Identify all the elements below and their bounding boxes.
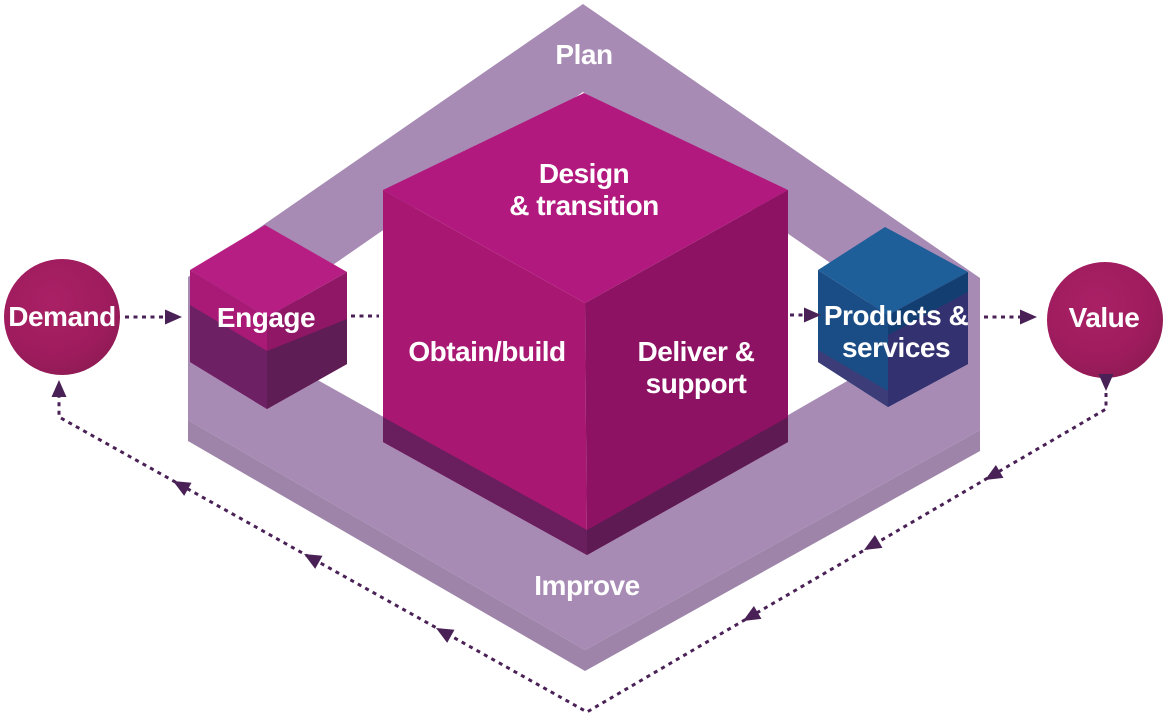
arrowhead-loop-left-1	[432, 621, 455, 643]
ribbon-ring	[188, 4, 980, 650]
label-improve: Improve	[534, 570, 640, 601]
label-products-services: Products & services	[823, 300, 969, 363]
label-design-transition: Design & transition	[509, 158, 659, 221]
engage-cube-top-face	[190, 225, 347, 317]
ribbon-edge-bottom-left	[188, 420, 585, 671]
engage-cube-ribbon-overlay-right	[267, 319, 347, 409]
demand-circle	[4, 259, 120, 375]
label-plan: Plan	[555, 39, 613, 70]
arrowhead-loop-right-1	[981, 464, 1004, 487]
engage-cube-ribbon-overlay-left	[190, 305, 267, 409]
label-value: Value	[1068, 302, 1140, 333]
products-cube-ribbon-overlay-right	[888, 292, 968, 407]
arrowhead-into-demand	[51, 380, 67, 397]
arrowhead-loop-left-3	[169, 474, 192, 496]
arrowhead-value-down	[1098, 374, 1114, 391]
central-cube-top-face	[383, 93, 788, 303]
label-deliver-support: Deliver & support	[637, 336, 755, 399]
central-cube	[383, 93, 788, 555]
products-cube-top-face	[818, 227, 968, 315]
ribbon-edge-bottom-right	[585, 430, 980, 671]
products-cube-ribbon-overlay-left	[818, 350, 888, 407]
arrowhead-into-engage	[165, 309, 182, 325]
central-cube-ribbon-overlay-left	[383, 417, 587, 555]
flow-arrows	[51, 307, 1114, 714]
arrowhead-loop-right-2	[860, 534, 883, 557]
label-obtain-build: Obtain/build	[408, 336, 566, 367]
central-cube-ribbon-overlay-right	[587, 417, 788, 555]
arrowhead-into-value	[1020, 309, 1037, 325]
arrowhead-loop-right-3	[739, 605, 762, 628]
products-services-cube	[818, 227, 968, 407]
engage-cube	[190, 225, 347, 409]
arrowhead-loop-left-2	[300, 547, 323, 569]
value-circle	[1047, 262, 1163, 378]
feedback-loop-value-to-demand	[57, 392, 1108, 714]
label-engage: Engage	[216, 302, 316, 333]
label-demand: Demand	[8, 301, 116, 332]
